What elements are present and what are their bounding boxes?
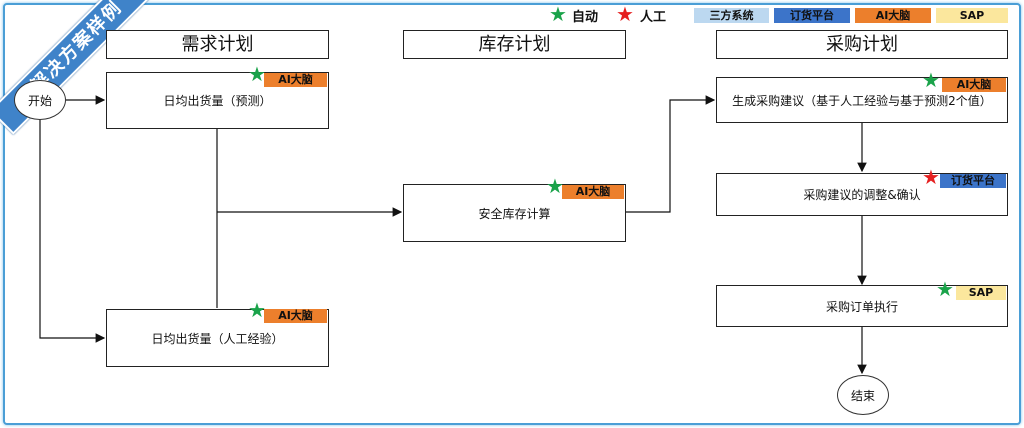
lane-inventory-planning: 库存计划 [403,30,626,59]
legend-auto-label: 自动 [572,10,599,25]
safety-stock-label: 安全库存计算 [478,206,551,221]
manual-daily-shipment-box: 日均出货量（人工经验） [106,309,329,367]
auto-star-icon: ★ [549,2,567,26]
execute-auto-star-icon: ★ [936,277,954,301]
forecast-label: 日均出货量（预测） [163,94,272,108]
adjust-manual-star-icon: ★ [922,165,940,189]
adjust-order-platform-tag: 订货平台 [940,174,1006,188]
legend-order-platform: 订货平台 [774,8,850,23]
suggestion-auto-star-icon: ★ [922,68,940,92]
legend-sap: SAP [936,8,1008,23]
lane-purchase-planning: 采购计划 [716,30,1008,59]
safety-stock-auto-star-icon: ★ [546,174,564,198]
purchase-suggestion-box: 生成采购建议（基于人工经验与基于预测2个值） [716,77,1008,123]
legend-manual-label: 人工 [640,10,667,25]
suggestion-ai-tag: AI大脑 [942,78,1006,92]
legend-third-party: 三方系统 [694,8,769,23]
execute-sap-tag: SAP [956,286,1006,300]
manual-exp-label: 日均出货量（人工经验） [151,331,284,346]
forecast-auto-star-icon: ★ [248,62,266,86]
safety-stock-ai-tag: AI大脑 [562,185,624,199]
manual-star-icon: ★ [616,2,634,26]
manual-exp-ai-tag: AI大脑 [264,309,327,323]
start-node: 开始 [14,80,66,120]
adjust-label: 采购建议的调整&确认 [803,188,921,202]
legend-ai-brain: AI大脑 [855,8,931,23]
end-node: 结束 [837,375,889,415]
suggestion-label: 生成采购建议（基于人工经验与基于预测2个值） [732,93,992,108]
execute-label: 采购订单执行 [825,299,898,314]
lane-demand-planning: 需求计划 [106,30,329,59]
forecast-ai-tag: AI大脑 [264,73,327,87]
manual-exp-auto-star-icon: ★ [248,298,266,322]
